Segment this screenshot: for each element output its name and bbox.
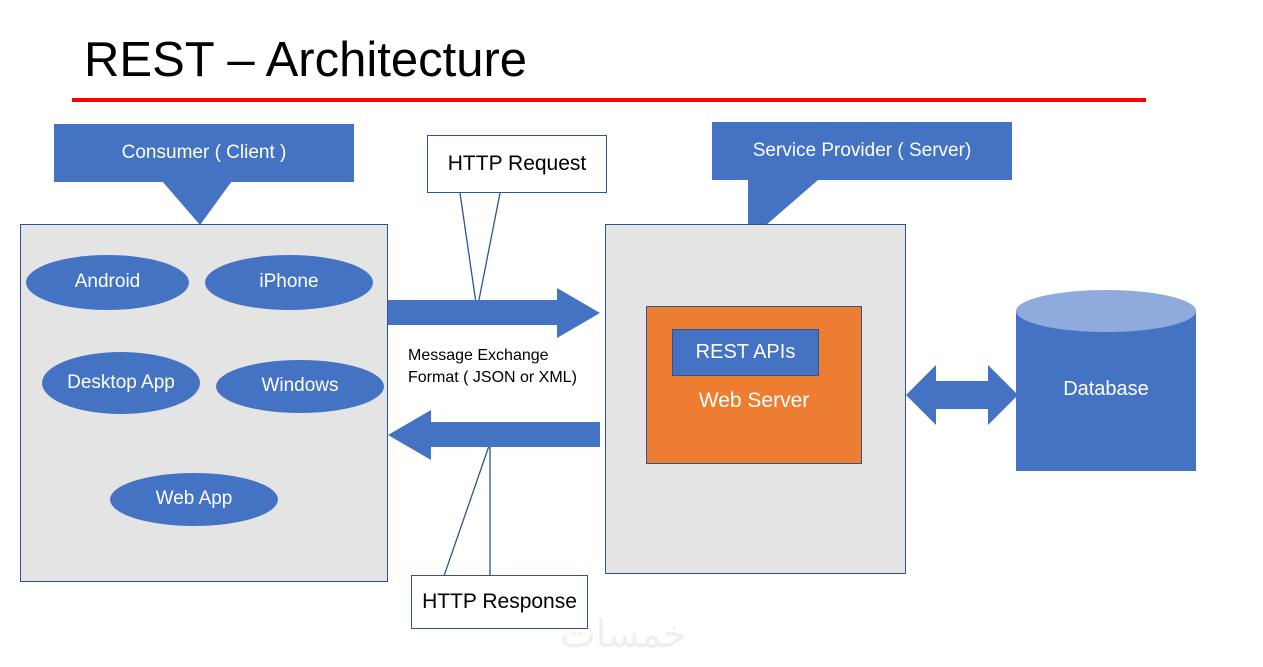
http-response-label-box: HTTP Response — [411, 575, 588, 629]
http-request-arrow — [388, 288, 600, 338]
title-underline-rule — [72, 98, 1146, 102]
consumer-client-callout-label: Consumer ( Client ) — [121, 142, 287, 163]
http-response-arrow — [388, 410, 600, 460]
database-cylinder[interactable]: Database — [1016, 290, 1196, 492]
service-provider-callout-label: Service Provider ( Server) — [752, 140, 972, 161]
page-title: REST – Architecture — [84, 33, 528, 87]
client-node-iphone-label: iPhone — [259, 271, 319, 293]
client-node-iphone[interactable]: iPhone — [205, 255, 373, 310]
client-node-android[interactable]: Android — [26, 255, 189, 310]
database-cylinder-bottom-ellipse — [1016, 429, 1196, 471]
http-request-leader-left — [459, 192, 478, 311]
message-exchange-format-line2: Format ( JSON or XML) — [408, 369, 577, 387]
service-provider-callout: Service Provider ( Server) — [712, 122, 1012, 180]
http-request-label-box: HTTP Request — [427, 135, 607, 193]
client-node-desktop-app-label: Desktop App — [67, 371, 175, 393]
watermark-text: خمسات — [560, 614, 687, 656]
rest-apis-box[interactable]: REST APIs — [672, 329, 819, 376]
rest-apis-label: REST APIs — [695, 341, 796, 363]
server-database-double-arrow — [906, 365, 1018, 425]
web-server-label: Web Server — [698, 389, 810, 412]
http-request-leader-right — [476, 192, 501, 311]
client-node-web-app-label: Web App — [155, 488, 233, 510]
client-node-android-label: Android — [74, 271, 141, 293]
client-node-windows-label: Windows — [261, 375, 339, 397]
consumer-client-callout: Consumer ( Client ) — [54, 124, 354, 182]
client-node-web-app[interactable]: Web App — [110, 473, 278, 526]
consumer-callout-tail — [135, 181, 232, 225]
http-response-label: HTTP Response — [422, 590, 577, 613]
message-exchange-format-label: Message Exchange Format ( JSON or XML) — [408, 345, 598, 389]
http-request-label: HTTP Request — [447, 152, 587, 175]
server-callout-tail — [748, 180, 818, 226]
database-label: Database — [1063, 378, 1149, 400]
web-server-box: REST APIs Web Server — [646, 306, 862, 464]
http-response-leader-left — [443, 442, 491, 577]
database-cylinder-top-ellipse — [1016, 290, 1196, 332]
message-exchange-format-line1: Message Exchange — [408, 347, 549, 364]
client-node-windows[interactable]: Windows — [216, 360, 384, 413]
client-node-desktop-app[interactable]: Desktop App — [42, 352, 200, 414]
